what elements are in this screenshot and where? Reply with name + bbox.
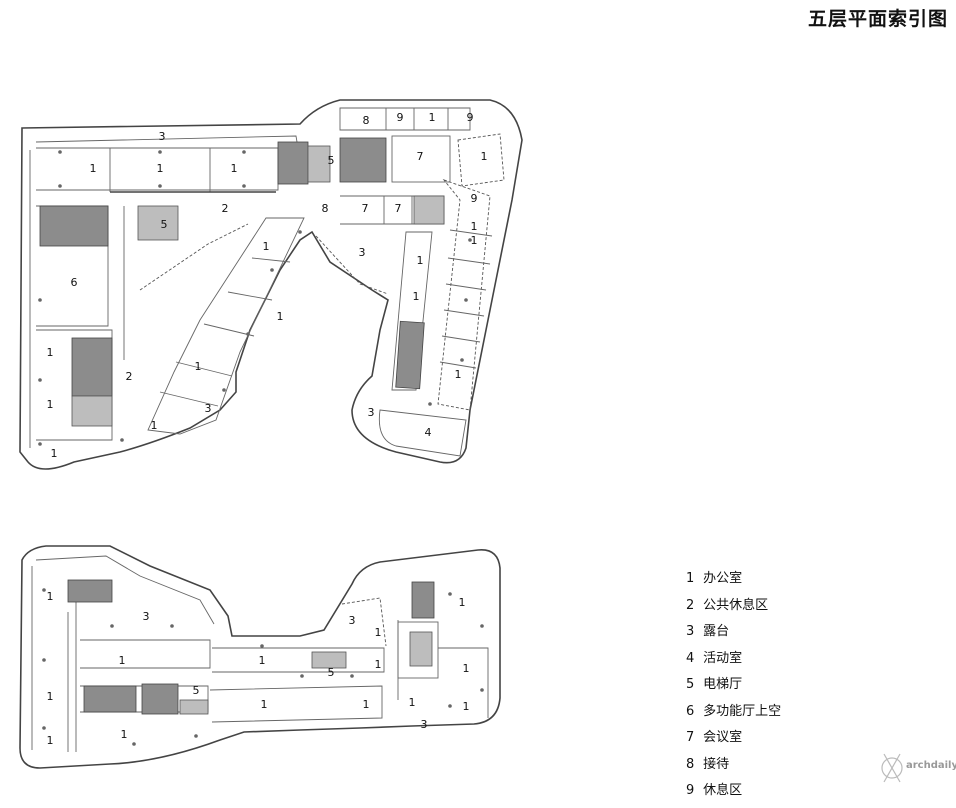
room-label: 2 (126, 370, 133, 383)
room-label: 1 (47, 346, 54, 359)
room-label: 1 (429, 111, 436, 124)
room-label: 9 (467, 111, 474, 124)
room-label: 1 (277, 310, 284, 323)
core-lower-center (141, 683, 179, 715)
room-label: 3 (143, 610, 150, 623)
room-label: 1 (363, 698, 370, 711)
room-label: 7 (395, 202, 402, 215)
core-lower-east (411, 581, 435, 619)
room-label: 1 (481, 150, 488, 163)
room-label: 1 (90, 162, 97, 175)
page-title: 五层平面索引图 (807, 8, 948, 30)
room-label: 5 (193, 684, 200, 697)
room-label: 5 (328, 666, 335, 679)
room-label: 1 (413, 290, 420, 303)
room-label: 8 (363, 114, 370, 127)
room-label: 1 (119, 654, 126, 667)
lower-room-labels: 1 3 3 1 1 1 1 1 5 1 1 5 1 1 1 1 1 3 1 (47, 590, 470, 747)
room-label: 3 (349, 614, 356, 627)
core-north-west (277, 141, 309, 185)
room-label: 1 (47, 734, 54, 747)
room-label: 3 (159, 130, 166, 143)
room-label: 1 (375, 658, 382, 671)
room-label: 1 (121, 728, 128, 741)
legend-item: 8 接待 (686, 756, 730, 772)
core-lower-west (67, 579, 113, 603)
legend-item: 9 休息区 (686, 783, 743, 798)
legend-item: 7 会议室 (686, 730, 743, 745)
room-label: 8 (322, 202, 329, 215)
room-label: 1 (463, 662, 470, 675)
room-label: 2 (222, 202, 229, 215)
room-label: 5 (161, 218, 168, 231)
room-label: 1 (51, 447, 58, 460)
room-label: 1 (47, 398, 54, 411)
legend-item: 6 多功能厅上空 (686, 703, 782, 719)
room-label: 1 (375, 626, 382, 639)
room-label: 1 (455, 368, 462, 381)
room-label: 3 (368, 406, 375, 419)
room-label: 1 (259, 654, 266, 667)
room-label: 1 (471, 220, 478, 233)
room-label: 7 (362, 202, 369, 215)
core-lower-south-west (83, 685, 137, 713)
room-label: 1 (463, 700, 470, 713)
room-label: 6 (71, 276, 78, 289)
room-label: 1 (459, 596, 466, 609)
room-label: 1 (231, 162, 238, 175)
room-label: 1 (151, 419, 158, 432)
lower-plan-outline (19, 545, 501, 769)
room-label: 5 (328, 154, 335, 167)
elevator-lobby-north (307, 145, 331, 183)
room-label: 3 (421, 718, 428, 731)
legend-item: 5 电梯厅 (686, 677, 743, 692)
upper-plan-outline (19, 99, 523, 470)
room-label: 1 (195, 360, 202, 373)
core-south-west (71, 337, 113, 397)
legend-item: 4 活动室 (686, 650, 743, 666)
room-label: 9 (471, 192, 478, 205)
legend-item: 1 办公室 (686, 571, 743, 586)
lower-floor-plan: 1 3 3 1 1 1 1 1 5 1 1 5 1 1 1 1 1 3 1 (19, 545, 501, 769)
watermark-logo: archdaily (878, 738, 956, 796)
room-label: 1 (261, 698, 268, 711)
core-west (39, 205, 109, 247)
legend-item: 3 露台 (686, 624, 730, 639)
upper-room-labels: 3 8 9 1 9 1 1 1 5 7 1 2 8 7 7 9 5 1 3 1 … (47, 111, 488, 460)
room-label: 7 (417, 150, 424, 163)
room-label: 1 (471, 234, 478, 247)
meeting-room-north (391, 135, 451, 183)
room-label: 1 (47, 590, 54, 603)
legend: 1 办公室 2 公共休息区 3 露台 4 活动室 5 电梯厅 6 多功能厅上空 … (686, 569, 781, 808)
room-label: 1 (417, 254, 424, 267)
room-label: 1 (47, 690, 54, 703)
room-label: 4 (425, 426, 432, 439)
room-label: 3 (359, 246, 366, 259)
legend-item: 2 公共休息区 (686, 597, 769, 613)
room-label: 9 (397, 111, 404, 124)
room-label: 3 (205, 402, 212, 415)
upper-floor-plan: 3 8 9 1 9 1 1 1 5 7 1 2 8 7 7 9 5 1 3 1 … (19, 99, 523, 470)
room-label: 1 (263, 240, 270, 253)
room-label: 1 (157, 162, 164, 175)
core-north (339, 137, 387, 183)
room-label: 1 (409, 696, 416, 709)
core-east (395, 320, 425, 390)
